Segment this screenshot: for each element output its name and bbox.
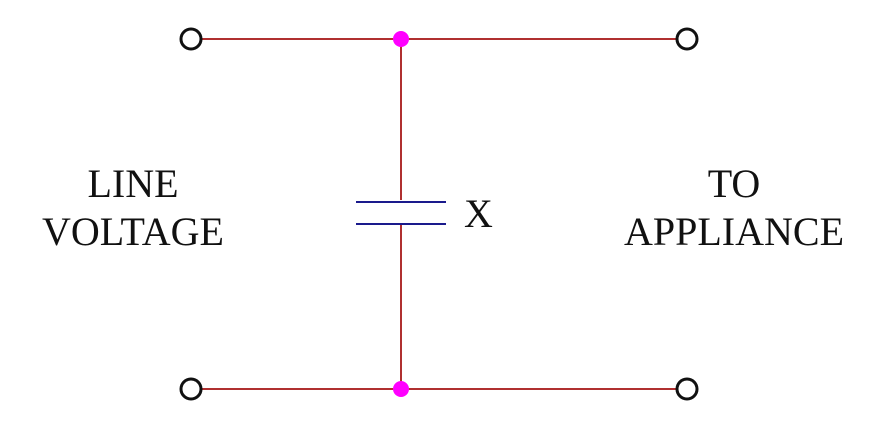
to-appliance-label: TO APPLIANCE bbox=[596, 160, 872, 256]
junction-top bbox=[393, 31, 409, 47]
terminal-bottom-left bbox=[179, 377, 203, 401]
terminal-top-left bbox=[179, 27, 203, 51]
terminal-top-right bbox=[675, 27, 699, 51]
terminal-bottom-right bbox=[675, 377, 699, 401]
capacitor-label: X bbox=[464, 191, 493, 236]
junction-bottom bbox=[393, 381, 409, 397]
line-voltage-label-line2: VOLTAGE bbox=[42, 209, 224, 254]
line-voltage-label-line1: LINE bbox=[87, 161, 179, 206]
to-appliance-label-line2: APPLIANCE bbox=[623, 209, 845, 254]
line-voltage-label: LINE VOLTAGE bbox=[0, 160, 266, 256]
to-appliance-label-line1: TO bbox=[707, 161, 761, 206]
